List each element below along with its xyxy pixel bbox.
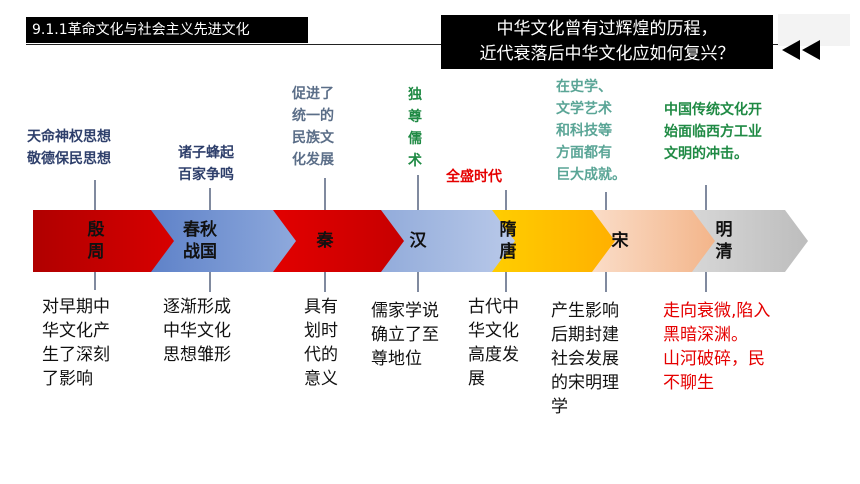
- below-note-sui-tang: 古代中 华文化 高度发 展: [468, 297, 519, 389]
- segment-qin: [262, 210, 404, 272]
- segment-ming-qing: [681, 210, 808, 272]
- segment-label-qin: 秦: [316, 231, 334, 251]
- segment-label-ming-qing: 明 清: [715, 220, 733, 262]
- above-note-yin-zhou: 天命神权思想 敬德保民思想: [27, 129, 111, 167]
- segment-yin-zhou: [33, 210, 174, 272]
- segment-label-yin-zhou: 殷 周: [87, 220, 105, 262]
- segment-sui-tang: [481, 210, 615, 272]
- section-tag: 9.1.1革命文化与社会主义先进文化: [26, 17, 308, 43]
- question-box: 中华文化曾有过辉煌的历程， 近代衰落后中华文化应如何复兴？: [441, 15, 773, 69]
- segment-chunqiu-zhanguo: [140, 210, 296, 272]
- above-note-chunqiu: 诸子蜂起 百家争鸣: [178, 145, 234, 183]
- segment-label-han: 汉: [409, 231, 427, 251]
- segment-label-sui-tang: 隋 唐: [499, 220, 517, 262]
- below-note-yin-zhou: 对早期中 华文化产 生了深刻 了影响: [42, 297, 110, 389]
- above-note-qin: 促进了 统一的 民族文 化发展: [292, 86, 334, 168]
- above-note-han: 独 尊 儒 术: [408, 87, 422, 169]
- above-note-song: 在史学、 文学艺术 和科技等 方面都有 巨大成就。: [556, 79, 626, 183]
- header-rule: [26, 44, 796, 45]
- below-note-chunqiu: 逐渐形成 中华文化 思想雏形: [163, 297, 231, 365]
- double-left-arrow-icon[interactable]: [780, 38, 830, 62]
- below-note-song: 产生影响 后期封建 社会发展 的宋明理 学: [551, 301, 619, 417]
- question-line-2: 近代衰落后中华文化应如何复兴？: [479, 44, 735, 64]
- below-note-han: 儒家学说 确立了至 尊地位: [371, 301, 439, 369]
- segment-label-chunqiu: 春秋 战国: [183, 220, 217, 262]
- below-note-ming-qing: 走向衰微,陷入 黑暗深渊。 山河破碎，民 不聊生: [663, 301, 771, 393]
- above-note-ming-qing: 中国传统文化开 始面临西方工业 文明的冲击。: [664, 102, 762, 162]
- below-note-qin: 具有 划时 代的 意义: [304, 297, 338, 389]
- above-note-sui-tang: 全盛时代: [446, 169, 502, 185]
- segment-song: [581, 210, 715, 272]
- question-line-1: 中华文化曾有过辉煌的历程，: [496, 19, 718, 39]
- placeholder-panel: [778, 14, 850, 46]
- segment-label-song: 宋: [611, 231, 629, 251]
- connector-lines: [94, 175, 707, 292]
- segment-han: [370, 210, 515, 272]
